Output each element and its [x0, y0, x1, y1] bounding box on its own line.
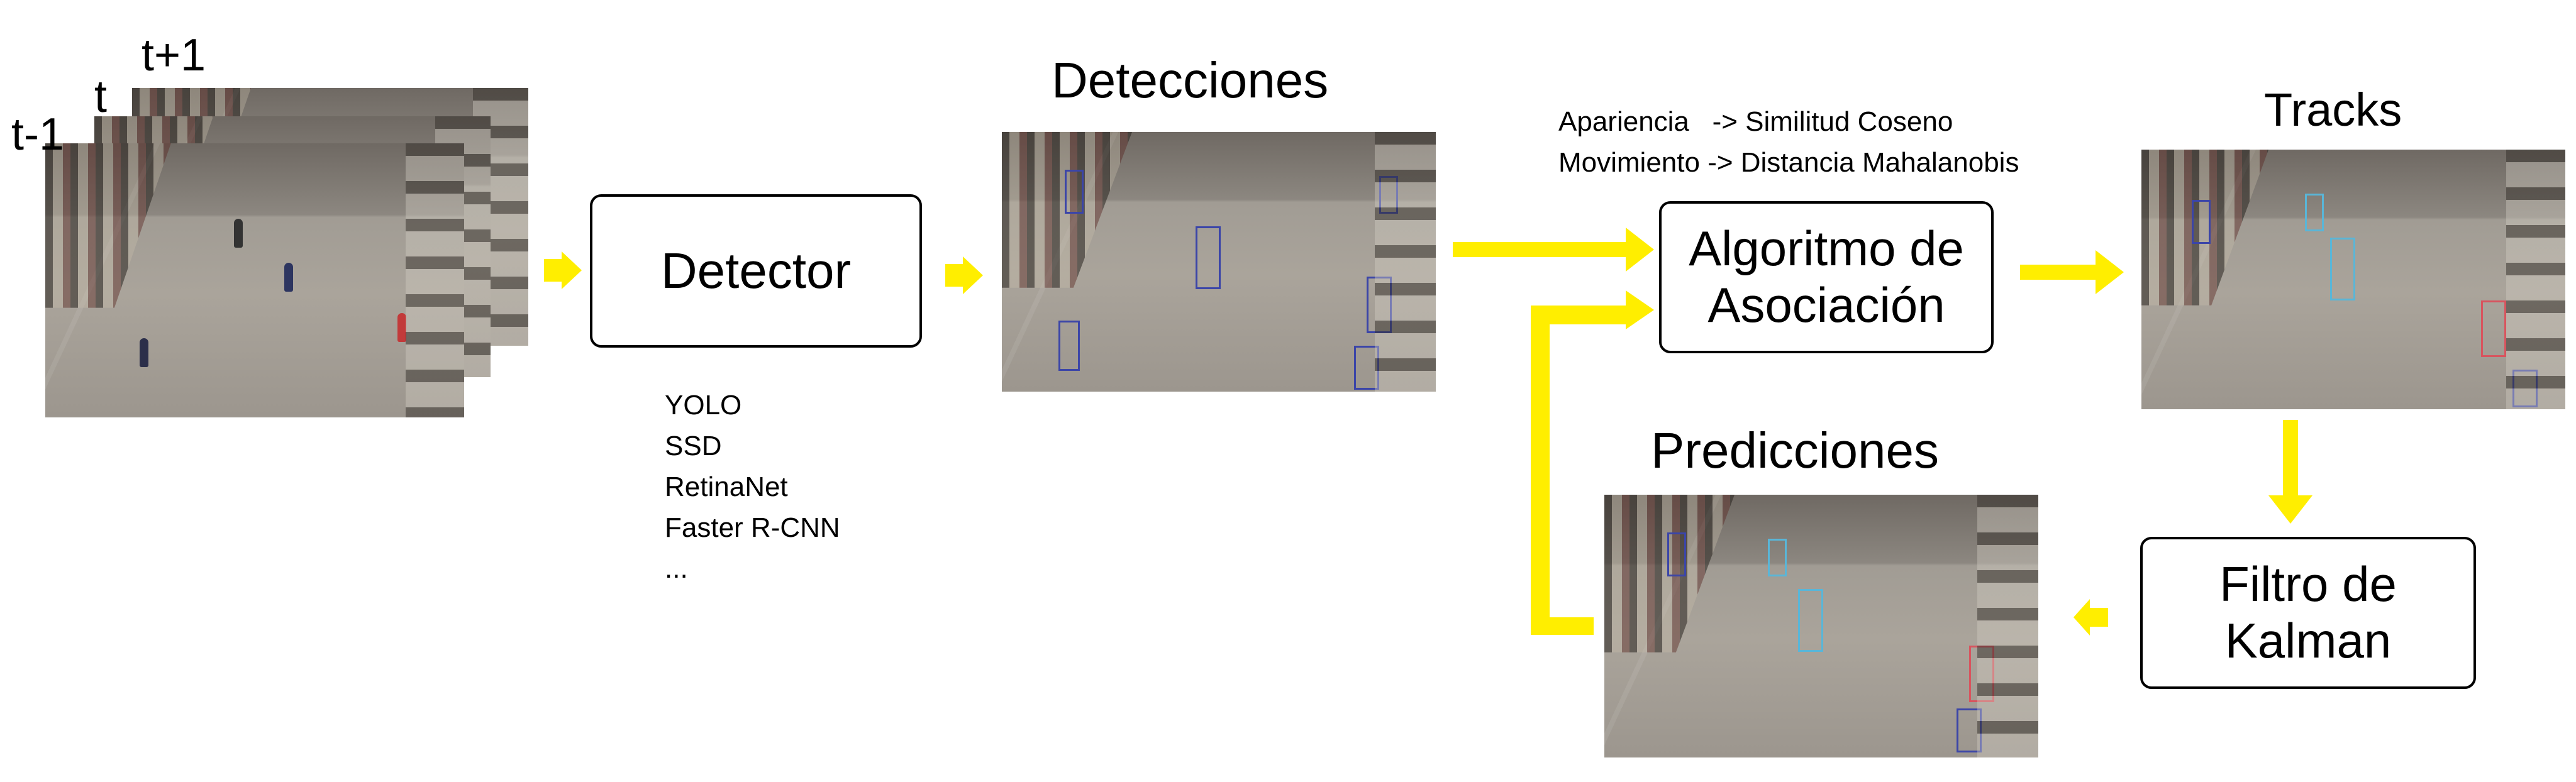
track-bbox [2305, 194, 2324, 231]
kalman-box: Filtro de Kalman [2140, 537, 2476, 689]
prediction-bbox [1969, 646, 1994, 702]
detection-bbox [1058, 321, 1080, 371]
model-item-ssd: SSD [665, 431, 722, 461]
model-item-faster-rcnn: Faster R-CNN [665, 512, 840, 543]
appearance-cost-note: Apariencia -> Similitud Coseno [1558, 106, 1953, 137]
prediction-bbox [1768, 539, 1787, 576]
arrow-detections-to-association [1453, 228, 1654, 272]
arrow-predictions-to-association [1531, 290, 1654, 635]
predictions-title: Predicciones [1651, 422, 1940, 478]
frame-label-prev: t-1 [11, 109, 65, 160]
arrow-detector-to-detections [945, 256, 983, 294]
prediction-bbox [1667, 532, 1686, 576]
model-item-ellipsis: ... [665, 553, 688, 584]
detection-bbox [1354, 346, 1379, 390]
frame-label-current: t [94, 72, 108, 122]
pedestrian [234, 219, 243, 248]
frame-label-next: t+1 [142, 30, 206, 80]
detection-bbox [1367, 277, 1392, 333]
pedestrian [284, 263, 293, 292]
pedestrian [397, 313, 406, 342]
arrow-frames-to-detector [544, 251, 582, 289]
tracks-image [2141, 150, 2565, 409]
detections-title: Detecciones [1052, 52, 1329, 108]
detection-bbox [1196, 226, 1221, 289]
arrow-association-to-tracks [2020, 250, 2124, 294]
predictions-image [1604, 495, 2038, 757]
frame-prev-image [45, 143, 464, 417]
tracks-title: Tracks [2264, 84, 2402, 136]
prediction-bbox [1957, 708, 1982, 752]
kalman-label: Filtro de Kalman [2219, 556, 2397, 668]
detection-bbox [1065, 170, 1084, 214]
association-label: Algoritmo de Asociación [1689, 221, 1964, 333]
model-item-retinanet: RetinaNet [665, 471, 788, 502]
detector-label: Detector [660, 243, 852, 299]
association-box: Algoritmo de Asociación [1659, 201, 1994, 353]
detection-bbox [1379, 176, 1398, 214]
motion-cost-note: Movimiento -> Distancia Mahalanobis [1558, 147, 2019, 178]
pedestrian [140, 338, 148, 367]
detector-model-list: YOLO SSD RetinaNet Faster R-CNN ... [665, 385, 840, 589]
track-bbox [2330, 238, 2355, 300]
prediction-bbox [1798, 589, 1823, 652]
model-item-yolo: YOLO [665, 390, 742, 421]
detections-image [1002, 132, 1436, 392]
track-bbox [2481, 300, 2506, 357]
track-bbox [2192, 200, 2211, 244]
arrow-kalman-to-predictions [2074, 599, 2108, 636]
arrow-tracks-to-kalman [2268, 420, 2312, 524]
detector-box: Detector [590, 194, 922, 348]
track-bbox [2512, 370, 2538, 407]
